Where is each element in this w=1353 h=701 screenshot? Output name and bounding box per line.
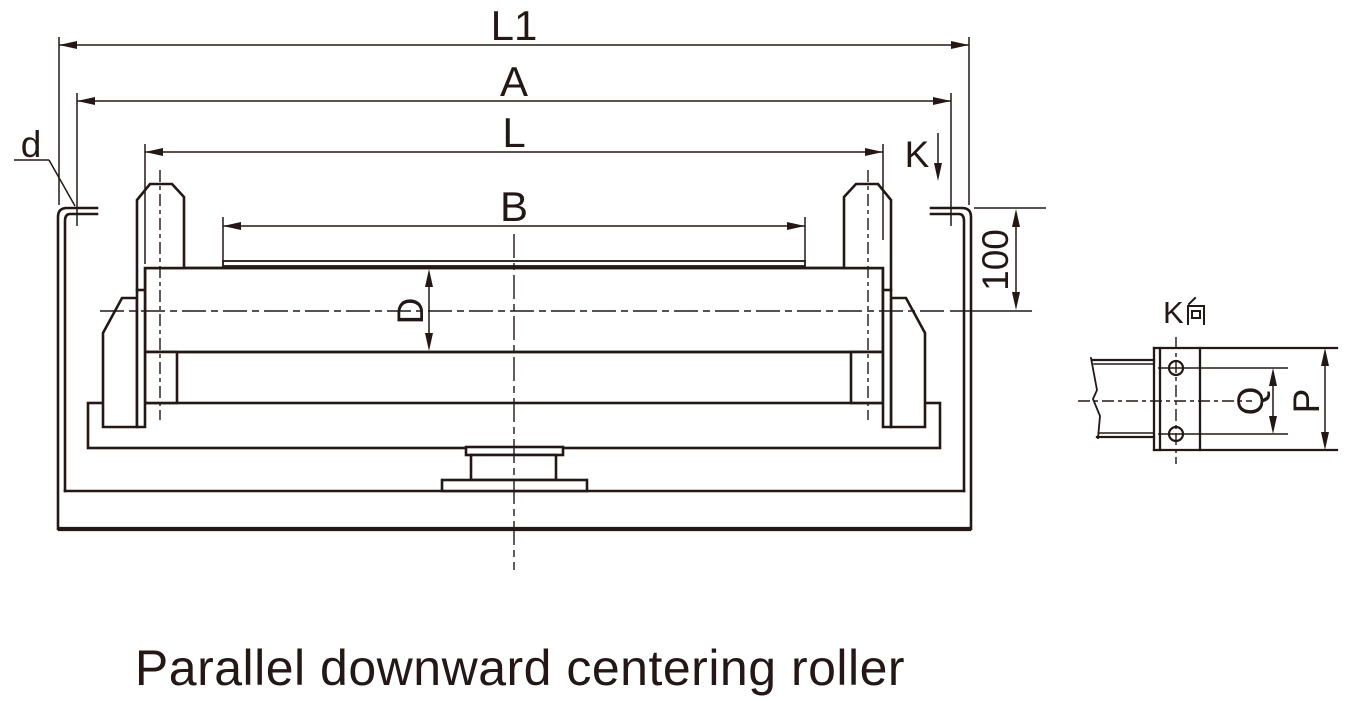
L1-label: L1 bbox=[491, 2, 538, 49]
k-view-centerlines bbox=[1078, 337, 1288, 464]
upper-bracket-right bbox=[842, 182, 893, 429]
centerlines bbox=[100, 170, 945, 570]
xiang-character bbox=[1187, 296, 1205, 325]
L-label: L bbox=[502, 109, 525, 156]
100-arrow-top bbox=[1012, 209, 1020, 227]
beam-break-line bbox=[1089, 356, 1101, 439]
B-arrow-left bbox=[223, 222, 241, 230]
L-arrow-right bbox=[865, 148, 883, 156]
P-label: P bbox=[1286, 389, 1327, 414]
P-arrow-bottom bbox=[1321, 432, 1329, 450]
bearing-block-left bbox=[143, 350, 179, 405]
k-view-title-letter: K bbox=[1163, 295, 1184, 330]
100-arrow-bottom bbox=[1012, 292, 1020, 310]
A-arrow-right bbox=[933, 97, 951, 105]
Q-arrow-bottom bbox=[1269, 416, 1277, 434]
lower-bracket-left bbox=[101, 296, 139, 429]
D-arrow-bottom bbox=[425, 333, 433, 351]
drawing-caption: Parallel downward centering roller bbox=[135, 640, 905, 696]
frame-inner-right bbox=[929, 212, 966, 493]
frame-inner-left bbox=[63, 212, 99, 493]
view-direction-K: K bbox=[905, 133, 942, 181]
D-arrow-top bbox=[425, 269, 433, 287]
D-label: D bbox=[390, 298, 431, 325]
k-detail-view: K bbox=[1078, 295, 1339, 464]
xiang-outer-box bbox=[1187, 305, 1205, 325]
L1-arrow-right bbox=[951, 41, 969, 49]
P-arrow-top bbox=[1321, 348, 1329, 366]
K-label: K bbox=[905, 134, 930, 175]
L1-arrow-left bbox=[59, 41, 77, 49]
frame-beam-broken bbox=[1089, 356, 1156, 439]
bearing-block-right bbox=[849, 350, 885, 405]
B-arrow-right bbox=[787, 222, 805, 230]
K-arrow-head bbox=[934, 163, 942, 181]
upper-bracket-left bbox=[135, 182, 186, 429]
d-leader-line bbox=[48, 159, 76, 207]
mounting-plate bbox=[1152, 346, 1339, 452]
dimension-D: D bbox=[390, 269, 433, 351]
B-label: B bbox=[500, 183, 528, 230]
A-arrow-left bbox=[77, 97, 95, 105]
dimension-A: A bbox=[76, 58, 952, 226]
dimension-Q: Q bbox=[1230, 368, 1277, 434]
dimension-100: 100 bbox=[950, 207, 1046, 312]
A-label: A bbox=[500, 58, 528, 105]
dimension-P: P bbox=[1286, 348, 1329, 450]
dimension-L: L bbox=[144, 109, 884, 264]
Q-arrow-top bbox=[1269, 368, 1277, 386]
k-view-title: K bbox=[1163, 295, 1205, 330]
dimension-d: d bbox=[14, 124, 76, 207]
L-arrow-left bbox=[145, 148, 163, 156]
main-view: L1 A L B bbox=[14, 2, 1046, 570]
d-label: d bbox=[21, 124, 42, 165]
lower-bracket-right bbox=[889, 296, 927, 429]
upper-bracket-left-outline bbox=[135, 182, 186, 429]
dimension-B: B bbox=[222, 183, 806, 262]
Q-label: Q bbox=[1230, 387, 1271, 416]
xiang-inner-box bbox=[1191, 310, 1201, 319]
upper-bracket-right-outline bbox=[842, 182, 893, 429]
xiang-top-stroke bbox=[1187, 296, 1197, 306]
100-label: 100 bbox=[975, 229, 1016, 291]
dimension-L1: L1 bbox=[58, 2, 970, 205]
